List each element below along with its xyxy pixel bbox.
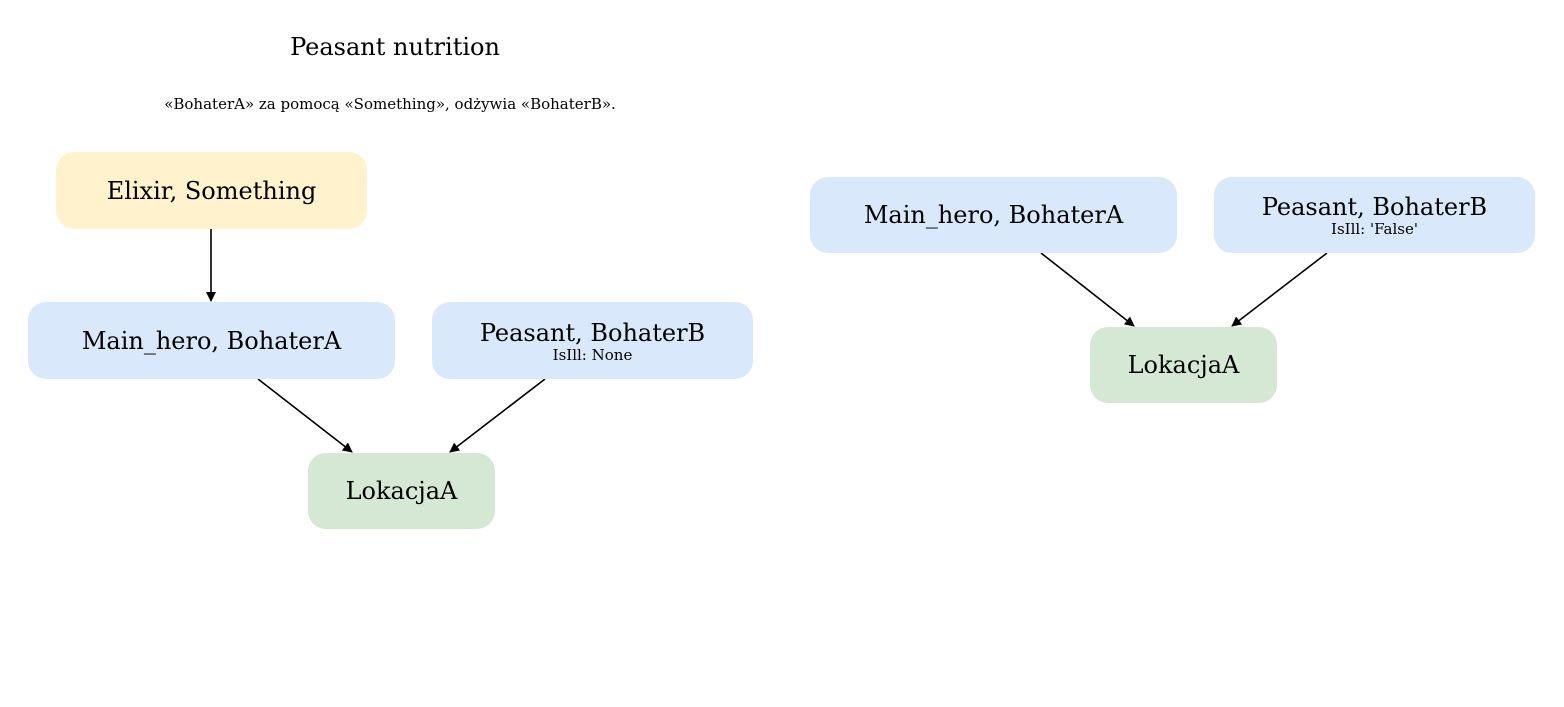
edge-peasant-to-location-left	[449, 378, 546, 453]
edge-hero-to-location-left	[257, 378, 353, 453]
peasant-node-left: Peasant, BohaterB IsIll: None	[432, 302, 753, 379]
hero-node-label: Main_hero, BohaterA	[863, 201, 1124, 229]
diagram-subtitle: «BohaterA» za pomocą «Something», odżywi…	[164, 95, 616, 113]
peasant-node-attribute: IsIll: 'False'	[1331, 220, 1418, 238]
peasant-node-label: Peasant, BohaterB	[479, 318, 706, 347]
hero-node-right: Main_hero, BohaterA	[810, 177, 1177, 253]
peasant-node-right: Peasant, BohaterB IsIll: 'False'	[1214, 177, 1535, 253]
location-node-left: LokacjaA	[308, 453, 495, 529]
item-node-label: Elixir, Something	[106, 176, 317, 205]
peasant-node-attribute: IsIll: None	[552, 345, 633, 364]
location-node-label: LokacjaA	[345, 477, 458, 505]
hero-node-label: Main_hero, BohaterA	[81, 326, 342, 355]
diagram-title: Peasant nutrition	[290, 33, 500, 61]
location-node-right: LokacjaA	[1090, 327, 1277, 403]
edge-peasant-to-location-right	[1231, 252, 1328, 327]
edge-hero-to-location-right	[1040, 252, 1135, 327]
location-node-label: LokacjaA	[1127, 351, 1240, 379]
peasant-node-label: Peasant, BohaterB	[1261, 193, 1488, 221]
hero-node-left: Main_hero, BohaterA	[28, 302, 395, 379]
item-node-elixir: Elixir, Something	[56, 152, 367, 229]
